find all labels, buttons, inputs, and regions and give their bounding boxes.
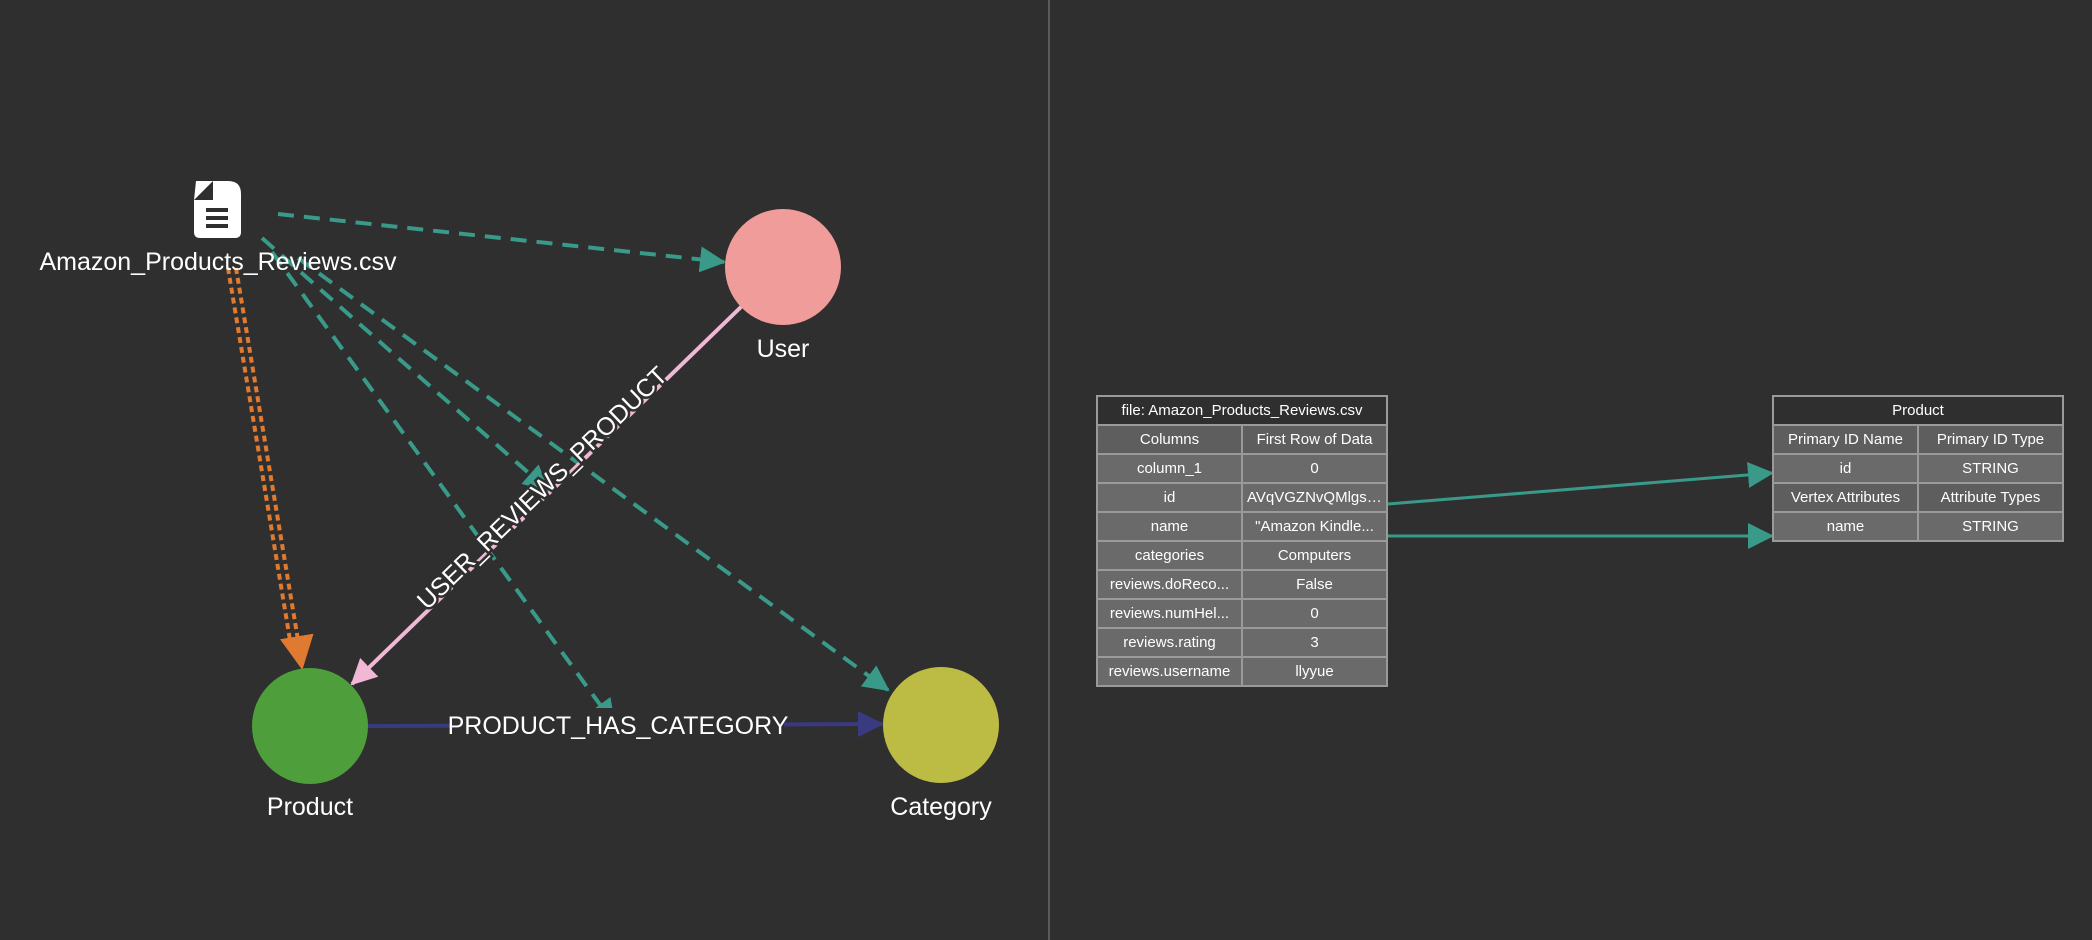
table-row[interactable]: id STRING [1772, 453, 2064, 484]
file-to-user-edge[interactable] [277, 212, 726, 273]
attribute-name-cell[interactable]: name [1772, 511, 1919, 542]
vertex-category-label: Category [890, 793, 992, 821]
vertex-attributes-header: Vertex Attributes [1772, 482, 1919, 513]
user-reviews-product-label[interactable]: USER_REVIEWS_PRODUCT [409, 359, 675, 618]
id-mapping-edge[interactable] [1387, 461, 1774, 506]
primary-id-name-cell[interactable]: id [1772, 453, 1919, 484]
primary-id-type-header: Primary ID Type [1917, 424, 2064, 455]
column-name-cell[interactable]: reviews.rating [1096, 627, 1243, 658]
column-name-cell[interactable]: categories [1096, 540, 1243, 571]
file-icon [194, 181, 241, 238]
column-value-cell: AVqVGZNvQMlgsO... [1241, 482, 1388, 513]
column-name-cell[interactable]: column_1 [1096, 453, 1243, 484]
table-row[interactable]: name "Amazon Kindle... [1096, 511, 1388, 542]
source-file-table: file: Amazon_Products_Reviews.csv Column… [1096, 395, 1388, 687]
table-row[interactable]: name STRING [1772, 511, 2064, 542]
source-table-title: file: Amazon_Products_Reviews.csv [1096, 395, 1388, 426]
target-table-title: Product [1772, 395, 2064, 426]
table-row[interactable]: reviews.numHel... 0 [1096, 598, 1388, 629]
column-name-cell[interactable]: reviews.doReco... [1096, 569, 1243, 600]
table-row[interactable]: categories Computers [1096, 540, 1388, 571]
primary-id-name-header: Primary ID Name [1772, 424, 1919, 455]
vertex-user-circle[interactable] [725, 209, 841, 325]
file-to-has-category-edge[interactable] [270, 250, 616, 726]
product-has-category-label[interactable]: PRODUCT_HAS_CATEGORY [448, 712, 789, 740]
column-value-cell: 0 [1241, 598, 1388, 629]
vertex-product-label: Product [267, 793, 353, 821]
column-value-cell: llyyue [1241, 656, 1388, 687]
column-value-cell: Computers [1241, 540, 1388, 571]
vertex-category-circle[interactable] [883, 667, 999, 783]
column-name-cell[interactable]: reviews.username [1096, 656, 1243, 687]
table-row[interactable]: column_1 0 [1096, 453, 1388, 484]
file-node-label: Amazon_Products_Reviews.csv [39, 248, 397, 276]
column-name-cell[interactable]: reviews.numHel... [1096, 598, 1243, 629]
table-row[interactable]: reviews.doReco... False [1096, 569, 1388, 600]
product-has-category-label-bg [452, 708, 784, 742]
column-name-cell[interactable]: name [1096, 511, 1243, 542]
vertex-user[interactable]: User [725, 209, 841, 363]
column-name-cell[interactable]: id [1096, 482, 1243, 513]
source-header-columns: Columns [1096, 424, 1243, 455]
file-to-user-reviews-edge[interactable] [260, 236, 550, 492]
file-to-product-primary-edge[interactable] [226, 267, 300, 641]
primary-id-type-cell: STRING [1917, 453, 2064, 484]
user-reviews-product-edge[interactable]: USER_REVIEWS_PRODUCT [350, 304, 744, 686]
column-value-cell: False [1241, 569, 1388, 600]
vertex-user-label: User [757, 335, 810, 363]
table-row[interactable]: reviews.username llyyue [1096, 656, 1388, 687]
vertex-product-circle[interactable] [252, 668, 368, 784]
product-has-category-edge[interactable]: PRODUCT_HAS_CATEGORY [367, 708, 884, 742]
attribute-mapping-edges [1387, 461, 1774, 549]
source-header-first-row: First Row of Data [1241, 424, 1388, 455]
file-to-category-edge[interactable] [296, 256, 890, 692]
file-node[interactable]: Amazon_Products_Reviews.csv [39, 181, 397, 276]
table-row[interactable]: reviews.rating 3 [1096, 627, 1388, 658]
attribute-type-cell: STRING [1917, 511, 2064, 542]
attribute-types-header: Attribute Types [1917, 482, 2064, 513]
vertex-category[interactable]: Category [883, 667, 999, 821]
target-vertex-table: Product Primary ID Name Primary ID Type … [1772, 395, 2064, 542]
file-mapping-edges [260, 212, 890, 726]
column-value-cell: "Amazon Kindle... [1241, 511, 1388, 542]
column-value-cell: 0 [1241, 453, 1388, 484]
table-row[interactable]: id AVqVGZNvQMlgsO... [1096, 482, 1388, 513]
column-value-cell: 3 [1241, 627, 1388, 658]
vertex-product[interactable]: Product [252, 668, 368, 821]
